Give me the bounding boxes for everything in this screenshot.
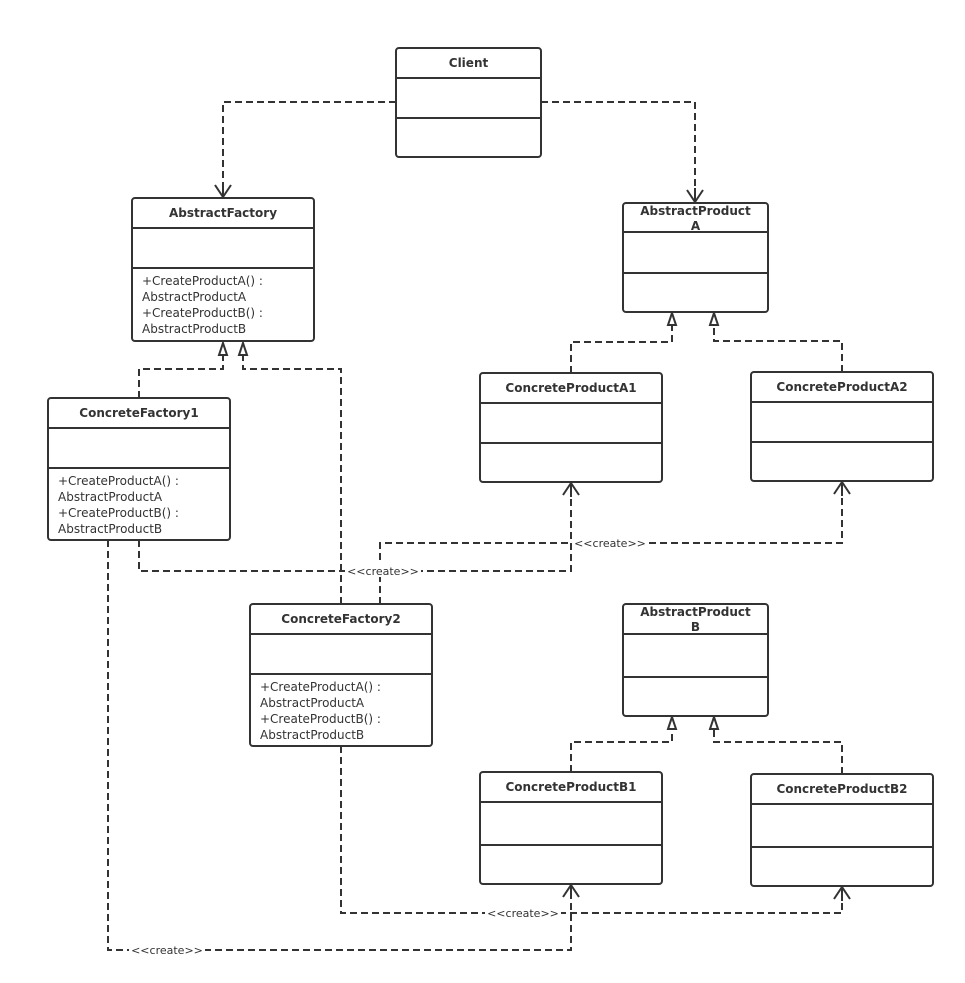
class-concrete-product-b2[interactable]: ConcreteProductB2: [750, 773, 934, 887]
realization-cpa1-apa: [570, 325, 673, 373]
class-abstract-product-b[interactable]: AbstractProductB: [622, 603, 769, 717]
class-name: ConcreteProductA2: [776, 380, 907, 394]
realization-cpb2-apb: [713, 730, 843, 774]
create-cf1-cpb1: [107, 540, 572, 951]
class-operation: +CreateProductA() :: [142, 274, 263, 288]
class-operation: AbstractProductB: [260, 728, 364, 742]
class-name: AbstractProduct: [640, 204, 751, 218]
class-box: [622, 202, 769, 313]
class-abstract-factory[interactable]: AbstractFactory +CreateProductA() : Abstra…: [131, 197, 315, 342]
class-name: ConcreteFactory1: [79, 406, 198, 420]
realization-arrowhead-icon: [666, 309, 678, 326]
class-name: ConcreteFactory2: [281, 612, 400, 626]
class-name: ConcreteProductA1: [505, 381, 636, 395]
realization-arrowhead-icon: [217, 339, 229, 356]
create-stereotype-label: <<create>>: [131, 944, 203, 957]
class-client[interactable]: Client: [395, 47, 542, 158]
class-box: [750, 371, 934, 482]
class-name: AbstractProduct: [640, 605, 751, 619]
dependency-client-abstractfactory: [222, 101, 396, 185]
realization-cf2-af: [242, 355, 342, 604]
realization-cf1-af: [138, 355, 224, 398]
create-stereotype-label: <<create>>: [487, 907, 559, 920]
class-name: B: [691, 620, 700, 634]
class-operation: +CreateProductB() :: [58, 506, 179, 520]
create-stereotype-label: <<create>>: [347, 565, 419, 578]
realization-arrowhead-icon: [237, 339, 249, 356]
class-box: [131, 197, 315, 342]
class-abstract-product-a[interactable]: AbstractProductA: [622, 202, 769, 313]
class-concrete-product-a1[interactable]: ConcreteProductA1: [479, 372, 663, 483]
dependency-client-abstractproducta: [541, 101, 696, 190]
class-concrete-product-a2[interactable]: ConcreteProductA2: [750, 371, 934, 482]
realization-arrowhead-icon: [708, 309, 720, 326]
class-operation: +CreateProductA() :: [260, 680, 381, 694]
class-name: AbstractFactory: [169, 206, 277, 220]
class-operation: +CreateProductB() :: [142, 306, 263, 320]
class-box: [479, 771, 663, 885]
class-name: ConcreteProductB1: [505, 780, 636, 794]
class-box: [750, 773, 934, 887]
create-cf2-cpb2: [340, 746, 843, 914]
realization-arrowhead-icon: [708, 713, 720, 730]
class-name: ConcreteProductB2: [776, 782, 907, 796]
label-background: [572, 536, 648, 549]
class-name: A: [691, 219, 701, 233]
class-concrete-factory1[interactable]: ConcreteFactory1 +CreateProductA() : Abstr…: [47, 397, 231, 541]
class-name: Client: [449, 56, 489, 70]
class-box: [395, 47, 542, 158]
realization-arrowhead-icon: [666, 713, 678, 730]
class-box: [622, 603, 769, 717]
class-operation: AbstractProductB: [142, 322, 246, 336]
label-background: [129, 943, 205, 956]
class-operation: AbstractProductA: [142, 290, 247, 304]
label-background: [345, 564, 421, 577]
class-operation: +CreateProductB() :: [260, 712, 381, 726]
realization-cpa2-apa: [713, 325, 843, 372]
class-operation: +CreateProductA() :: [58, 474, 179, 488]
create-stereotype-label: <<create>>: [574, 537, 646, 550]
class-box: [479, 372, 663, 483]
class-operation: AbstractProductA: [58, 490, 163, 504]
label-background: [485, 906, 561, 919]
class-concrete-factory2[interactable]: ConcreteFactory2 +CreateProductA() : Abstr…: [249, 603, 433, 747]
realization-cpb1-apb: [570, 730, 673, 772]
class-concrete-product-b1[interactable]: ConcreteProductB1: [479, 771, 663, 885]
class-operation: AbstractProductA: [260, 696, 365, 710]
class-operation: AbstractProductB: [58, 522, 162, 536]
